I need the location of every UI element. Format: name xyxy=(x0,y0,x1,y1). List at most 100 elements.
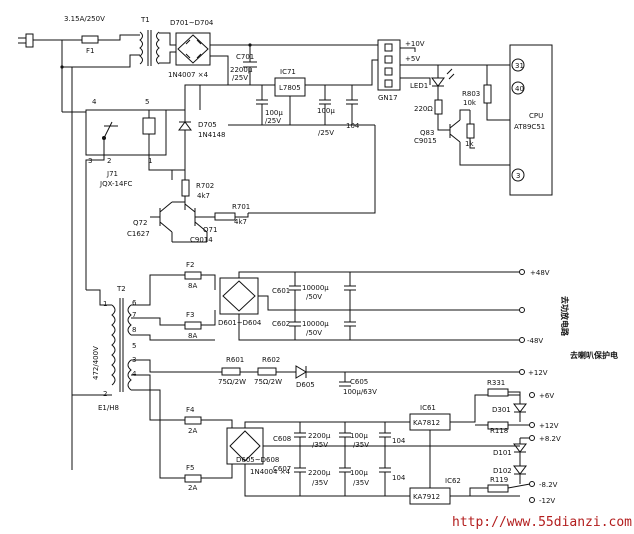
tap2-label: 2 xyxy=(103,390,107,398)
c-100u-b-rating: /25V xyxy=(318,129,334,137)
plus6v-label: +6V xyxy=(539,392,554,400)
r602-label: R602 xyxy=(262,356,280,364)
tap6-label: 6 xyxy=(132,299,137,307)
mains-plug xyxy=(18,33,40,48)
primary-voltage-label: 472/400V xyxy=(92,346,100,380)
c607-rating: /35V xyxy=(312,479,328,487)
c9014-label: C9014 xyxy=(190,236,213,244)
c701-rating: /25V xyxy=(232,74,248,82)
f2-label: F2 xyxy=(186,261,194,269)
t2-label: T2 xyxy=(116,285,126,293)
l7805-label: L7805 xyxy=(279,84,301,92)
c608-rating: /35V xyxy=(312,441,328,449)
c-100u-d: 100μ xyxy=(350,469,368,477)
r331-label: R331 xyxy=(487,379,505,387)
r118-label: R118 xyxy=(490,427,508,435)
cpu-label: CPU xyxy=(529,112,543,120)
speaker-protect-label: 去喇叭保护电 xyxy=(570,350,618,360)
relay-pin2: 2 xyxy=(107,157,111,165)
d101-label: D101 xyxy=(493,449,512,457)
e1-label: E1/H8 xyxy=(98,404,119,412)
c9015-label: C9015 xyxy=(414,137,437,145)
plus12v-label: +12V xyxy=(528,369,548,377)
c601-label: C601 xyxy=(272,287,290,295)
pin31-label: 31 xyxy=(515,62,524,70)
c605-value: 100μ/63V xyxy=(343,388,377,396)
plus12v-b-label: +12V xyxy=(539,422,559,430)
r220-label: 220Ω xyxy=(414,105,433,113)
c-100u-b: 100μ xyxy=(317,107,335,115)
r702-value: 4k7 xyxy=(197,192,210,200)
c601-value: 10000μ xyxy=(302,284,329,292)
r701-label: R701 xyxy=(232,203,250,211)
r803-label: R803 xyxy=(462,90,480,98)
f4-value: 2A xyxy=(188,427,197,435)
tap4-label: 4 xyxy=(132,370,137,378)
plus10v-label: +10V xyxy=(405,40,425,48)
relay-pin3: 3 xyxy=(88,157,92,165)
c1627-label: C1627 xyxy=(127,230,150,238)
d605-label: D605 xyxy=(296,381,315,389)
c-100u-c-rating: /35V xyxy=(353,441,369,449)
n4007-label: 1N4007 ×4 xyxy=(168,71,209,79)
tap5-label: 5 xyxy=(132,342,136,350)
t1-label: T1 xyxy=(140,16,150,24)
c607-value: 2200μ xyxy=(308,469,331,477)
pin3-label: 3 xyxy=(516,172,520,180)
ic61-label: IC61 xyxy=(420,404,436,412)
c607-label: C607 xyxy=(273,465,291,473)
ka7912-label: KA7912 xyxy=(413,493,440,501)
f4-label: F4 xyxy=(186,406,195,414)
c602-label: C602 xyxy=(272,320,290,328)
d705-label: D705 xyxy=(198,121,217,129)
f3-value: 8A xyxy=(188,332,197,340)
minus82v-label: -8.2V xyxy=(539,481,558,489)
f5-value: 2A xyxy=(188,484,197,492)
gn17-label: GN17 xyxy=(378,94,398,102)
d102-label: D102 xyxy=(493,467,512,475)
bridge-d605 xyxy=(226,427,264,465)
q71-label: Q71 xyxy=(203,226,217,234)
tap7-label: 7 xyxy=(132,311,136,319)
bridge-d701 xyxy=(175,32,211,66)
c-100u-a-rating: /25V xyxy=(265,117,281,125)
j71-label: J71 xyxy=(106,170,118,178)
c-104-c: 104 xyxy=(392,437,406,445)
r601-value: 75Ω/2W xyxy=(218,378,246,386)
c-100u-d-rating: /35V xyxy=(353,479,369,487)
bridge-d601 xyxy=(219,277,259,315)
c608-value: 2200μ xyxy=(308,432,331,440)
f3-label: F3 xyxy=(186,311,194,319)
c-100u-c: 100μ xyxy=(350,432,368,440)
r702-label: R702 xyxy=(196,182,214,190)
c701-label: C701 xyxy=(236,53,254,61)
minus48v-label: -48V xyxy=(527,337,543,345)
c605-label: C605 xyxy=(350,378,368,386)
transformer-t1 xyxy=(139,30,160,66)
tap8-label: 8 xyxy=(132,326,136,334)
ka7812-label: KA7812 xyxy=(413,419,440,427)
c608-label: C608 xyxy=(273,435,291,443)
relay-pin1: 1 xyxy=(148,157,152,165)
r602-value: 75Ω/2W xyxy=(254,378,282,386)
transformer-t2 xyxy=(111,298,132,392)
q72-label: Q72 xyxy=(133,219,147,227)
plus5v-label: +5V xyxy=(405,55,420,63)
amp-circuit-label: 去功放电路 xyxy=(560,296,570,337)
ic71-label: IC71 xyxy=(280,68,296,76)
ic62-label: IC62 xyxy=(445,477,461,485)
d601-label: D601~D604 xyxy=(218,319,262,327)
d301-label: D301 xyxy=(492,406,511,414)
n4148-label: 1N4148 xyxy=(198,131,226,139)
r803-value: 10k xyxy=(463,99,477,107)
n4004-label: 1N4004 ×4 xyxy=(250,468,291,476)
relay-pin5: 5 xyxy=(145,98,149,106)
jqx-label: JQX-14FC xyxy=(99,180,132,188)
cpu-model-label: AT89C51 xyxy=(514,123,545,131)
r119-label: R119 xyxy=(490,476,508,484)
c-104-d: 104 xyxy=(392,474,406,482)
fuse-f1 xyxy=(81,35,99,44)
r601-label: R601 xyxy=(226,356,244,364)
c-100u-a: 100μ xyxy=(265,109,283,117)
pin40-label: 40 xyxy=(515,85,524,93)
